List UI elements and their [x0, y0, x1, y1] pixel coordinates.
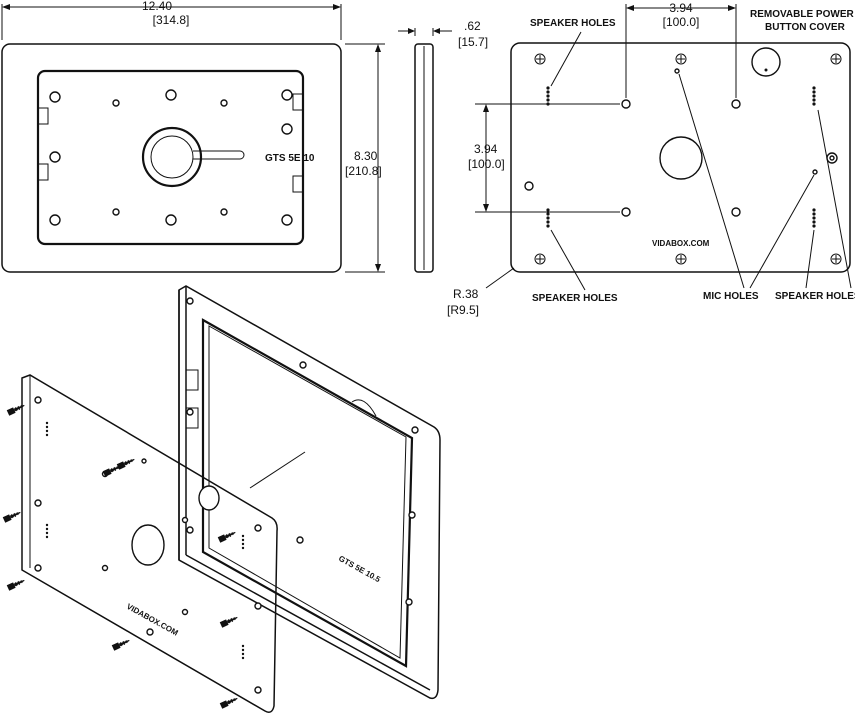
back-plate-outline	[510, 42, 851, 273]
speaker-holes-bottom-left-label: SPEAKER HOLES	[532, 293, 618, 304]
mic-holes-label: MIC HOLES	[703, 291, 759, 302]
front-frame-opening	[36, 69, 305, 246]
speaker-holes-top-label: SPEAKER HOLES	[530, 18, 616, 29]
front-keyhole-slot	[141, 126, 245, 188]
screw-icon	[116, 458, 135, 470]
iso-model-label: GTS 5E 10.5	[337, 554, 382, 585]
back-view: VIDABOX.COM 3.94 [100.0] 3.94 [100.0] R.…	[447, 1, 855, 317]
depth-dimension-in: .62	[464, 19, 481, 33]
side-profile	[414, 43, 434, 273]
radius-in: R.38	[453, 287, 479, 301]
back-brand-label: VIDABOX.COM	[652, 239, 710, 248]
front-view: GTS 5E 10 12.40 [314.8] 8.30 [210.8]	[1, 0, 385, 273]
screw-icon	[111, 639, 130, 651]
power-button-cover	[751, 47, 781, 77]
h-spacing-in: 3.94	[669, 1, 693, 15]
height-dimension-mm: [210.8]	[345, 164, 382, 178]
height-dimension-in: 8.30	[354, 149, 378, 163]
front-model-label: GTS 5E 10	[265, 153, 315, 164]
width-dimension-mm-text: [314.8]	[153, 13, 190, 27]
power-cover-label-2: BUTTON COVER	[765, 22, 846, 33]
radius-mm: [R9.5]	[447, 303, 479, 317]
screw-icon	[217, 531, 236, 543]
iso-center-hole	[131, 524, 165, 566]
h-spacing-mm: [100.0]	[663, 15, 700, 29]
iso-back-plate: VIDABOX.COM	[21, 374, 278, 713]
iso-power-cover	[198, 485, 220, 511]
screw-icon	[6, 579, 25, 591]
screw-icon	[6, 404, 25, 416]
iso-screws	[2, 404, 238, 709]
center-cable-hole	[659, 136, 703, 180]
v-spacing-in: 3.94	[474, 142, 498, 156]
screw-icon	[102, 465, 121, 477]
depth-dimension-mm: [15.7]	[458, 35, 488, 49]
speaker-holes-bottom-right-label: SPEAKER HOLES	[775, 291, 855, 302]
width-dimension-in: 12.40	[142, 0, 172, 13]
exploded-isometric-view: GTS 5E 10.5 VIDABOX.COM	[2, 285, 441, 713]
screw-icon	[2, 511, 21, 523]
v-spacing-mm: [100.0]	[468, 157, 505, 171]
power-cover-label-1: REMOVABLE POWER	[750, 9, 854, 20]
screw-icon	[219, 697, 238, 709]
screw-icon	[219, 616, 238, 628]
front-frame-outline	[1, 43, 342, 273]
side-view: .62 [15.7]	[398, 19, 488, 273]
